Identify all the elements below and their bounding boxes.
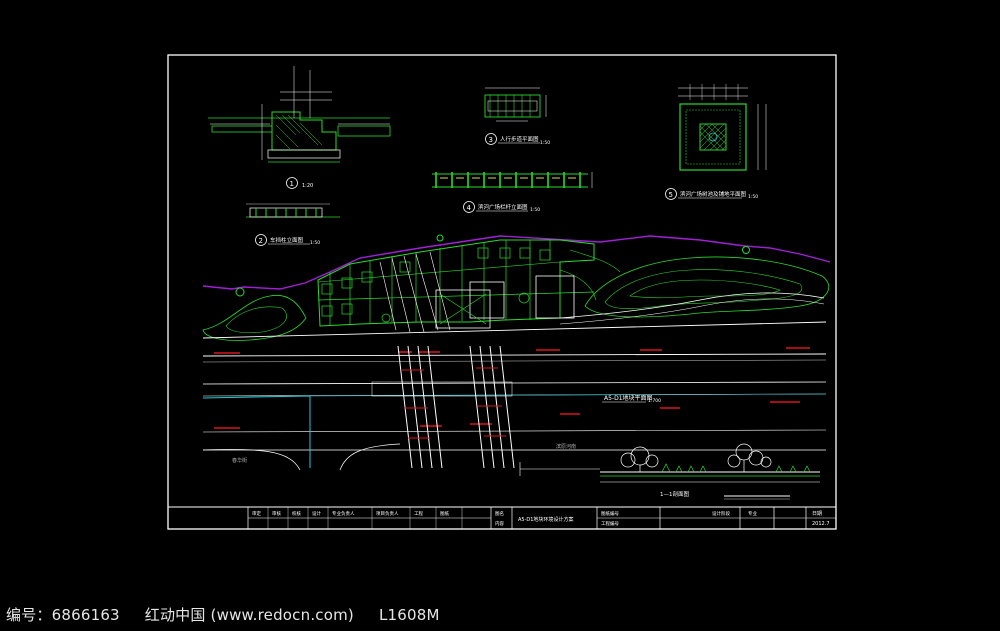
date-value: 2012.7 <box>812 521 830 527</box>
detail-5-number: 5 <box>669 191 673 199</box>
detail-5-tree-pit: 5 滨河广场树池及铺地平面图 1:50 <box>665 84 767 200</box>
detail-4-railing: 4 滨河广场栏杆立面图 1:50 <box>432 172 593 213</box>
title-cell-5: 项目负责人 <box>376 510 399 517</box>
detail-2-bollard: 2 车挡柱立面图 1:50 <box>246 203 340 246</box>
detail-2-scale: 1:50 <box>310 240 320 246</box>
watermark-bar: 编号：6866163 红动中国 (www.redocn.com) L1608M <box>6 604 460 625</box>
section-1-1: 1—1剖面图 <box>519 443 820 500</box>
watermark-id: 编号：6866163 <box>6 606 120 624</box>
road-label-right: 滨原河南 <box>556 443 576 450</box>
detail-1-scale: 1:20 <box>302 183 313 189</box>
title-cell-7: 图纸 <box>440 510 449 517</box>
title-field-3: 设计阶段 <box>712 510 730 517</box>
title-field-4: 专业 <box>748 510 757 517</box>
title-cell-4: 专业负责人 <box>332 510 355 517</box>
title-cell-2: 校核 <box>292 510 301 517</box>
detail-3-title: 人行步道平面图 <box>500 135 539 143</box>
title-field-1: 图纸编号 <box>601 510 619 517</box>
site-plan: A5-D1地块平面图 1:700 春华街 滨原河南 <box>202 234 831 471</box>
drawing-name: A5-D1地块环境设计方案 <box>518 516 573 523</box>
detail-4-number: 4 <box>467 204 472 212</box>
title-cell-1: 审核 <box>272 510 281 517</box>
title-block: 审定 审核 校核 设计 专业负责人 项目负责人 工程 图纸 图名 内容 A5-D… <box>247 507 836 529</box>
title-cell-3: 设计 <box>312 510 321 517</box>
site-plan-title: A5-D1地块平面图 <box>604 394 653 402</box>
sheet-frame <box>167 54 837 530</box>
detail-3-sidewalk: 3 人行步道平面图 1:50 <box>484 87 550 146</box>
title-field-2: 工程编号 <box>601 520 619 527</box>
title-label-2: 内容 <box>495 520 504 527</box>
detail-4-scale: 1:50 <box>530 207 540 213</box>
section-title: 1—1剖面图 <box>660 490 689 498</box>
date-label: 日期 <box>812 511 822 517</box>
site-plan-scale: 1:700 <box>648 398 661 404</box>
detail-1-section: 1 1:20 <box>208 66 391 189</box>
detail-4-title: 滨河广场栏杆立面图 <box>478 203 528 211</box>
detail-2-number: 2 <box>259 237 263 245</box>
road-label-left: 春华街 <box>232 457 247 464</box>
title-cell-6: 工程 <box>414 510 423 517</box>
detail-1-number: 1 <box>290 180 294 188</box>
title-label-1: 图名 <box>495 510 504 517</box>
detail-2-title: 车挡柱立面图 <box>270 236 304 244</box>
detail-5-scale: 1:50 <box>748 194 758 200</box>
watermark-code: L1608M <box>378 606 440 624</box>
watermark-site: 红动中国 (www.redocn.com) <box>144 606 354 624</box>
detail-5-title: 滨河广场树池及铺地平面图 <box>680 190 747 198</box>
detail-3-number: 3 <box>489 136 493 144</box>
title-cell-0: 审定 <box>252 510 261 517</box>
detail-3-scale: 1:50 <box>540 140 550 146</box>
